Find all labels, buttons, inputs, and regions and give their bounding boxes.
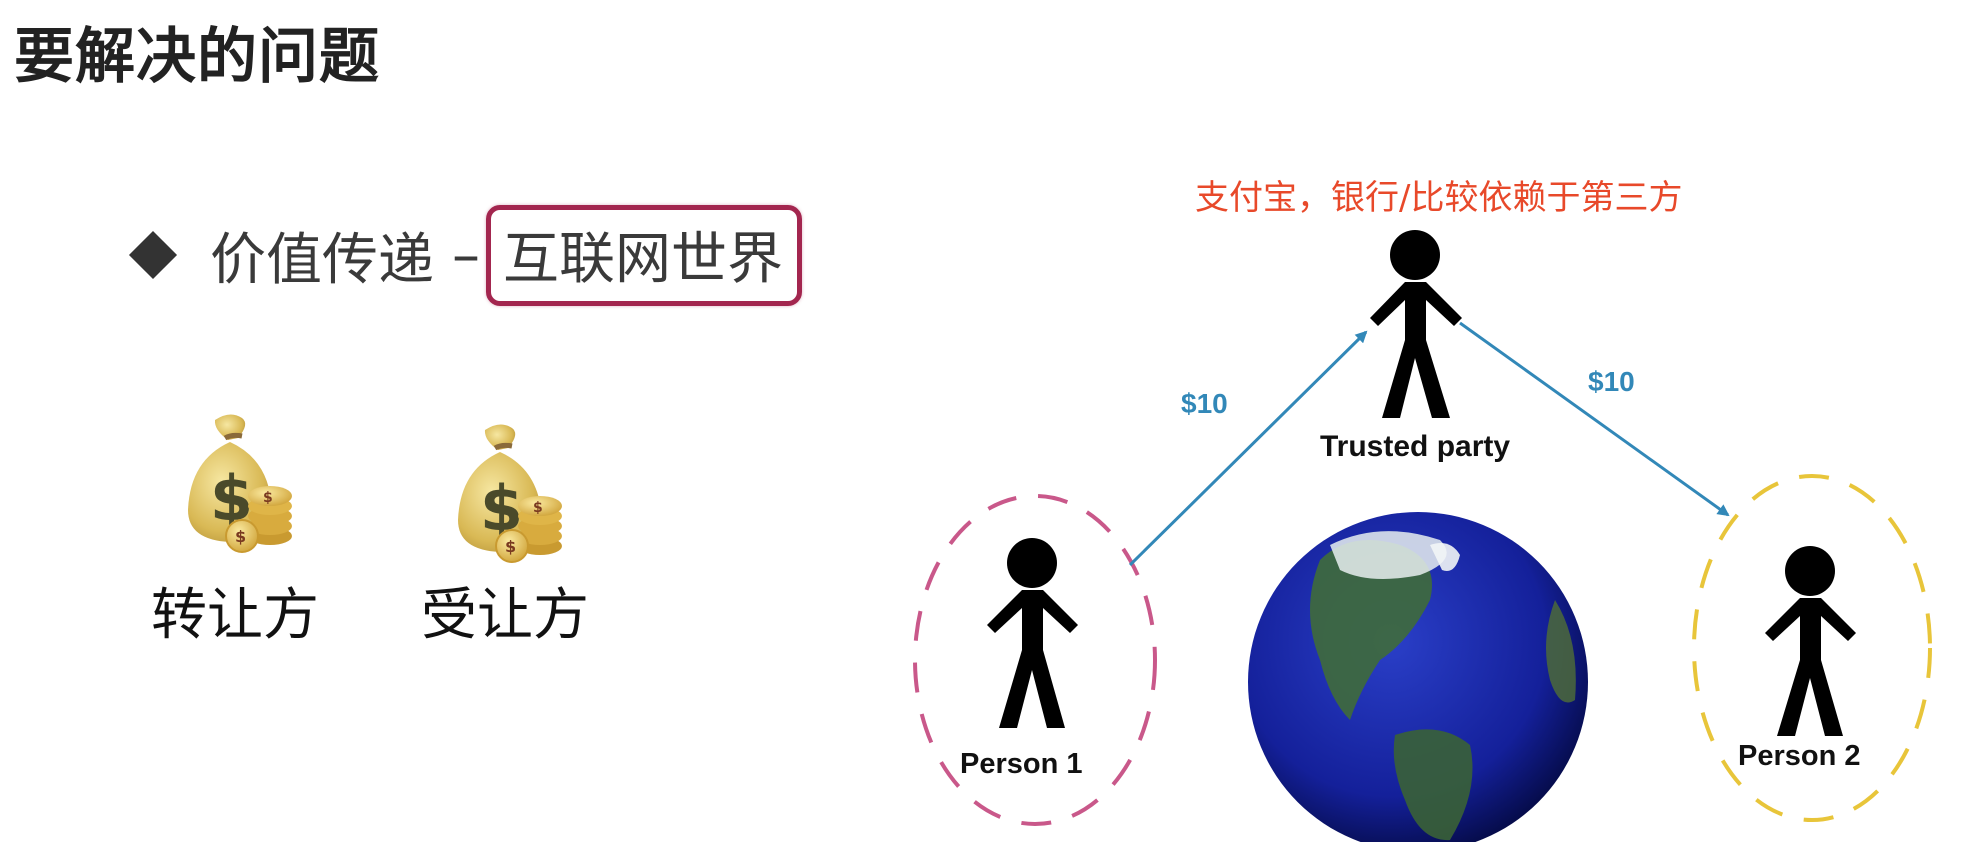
arrow-trusted-to-person2 (1459, 321, 1730, 517)
amount-label-right: $10 (1588, 366, 1635, 397)
slide-title: 要解决的问题 (14, 22, 380, 92)
party-transferee: $ $ $ 受让方 (415, 420, 595, 651)
person1-label: Person 1 (960, 748, 1083, 780)
arrow-person1-to-trusted (1128, 330, 1368, 567)
party-label: 受让方 (421, 583, 589, 648)
svg-text:$: $ (235, 527, 246, 546)
money-bag-icon: $ $ $ (458, 424, 562, 563)
bullet-text: 价值传递 (210, 227, 434, 293)
svg-text:$: $ (263, 490, 273, 506)
person1-boundary (913, 494, 1157, 826)
party-transferor: $ $ $ 转让方 (145, 410, 325, 651)
earth-globe-icon (1248, 512, 1588, 842)
trusted-party-label: Trusted party (1320, 430, 1511, 463)
party-label: 转让方 (151, 583, 319, 648)
person2-label: Person 2 (1738, 740, 1861, 772)
person1-figure-icon (987, 538, 1078, 728)
money-bag-icon: $ $ $ (188, 414, 292, 553)
person2-figure-icon (1765, 546, 1856, 736)
bullet-value-transfer: 价值传递 – 互联网世界 (122, 204, 802, 306)
amount-label-left: $10 (1181, 388, 1228, 419)
third-party-note: 支付宝，银行/比较依赖于第三方 (1195, 178, 1683, 218)
highlight-box-internet-world: 互联网世界 (486, 204, 802, 306)
svg-text:$: $ (505, 537, 516, 556)
trusted-party-figure-icon (1370, 230, 1462, 418)
person2-boundary (1692, 474, 1932, 822)
svg-text:$: $ (533, 500, 543, 516)
bullet-separator: – (452, 222, 480, 288)
